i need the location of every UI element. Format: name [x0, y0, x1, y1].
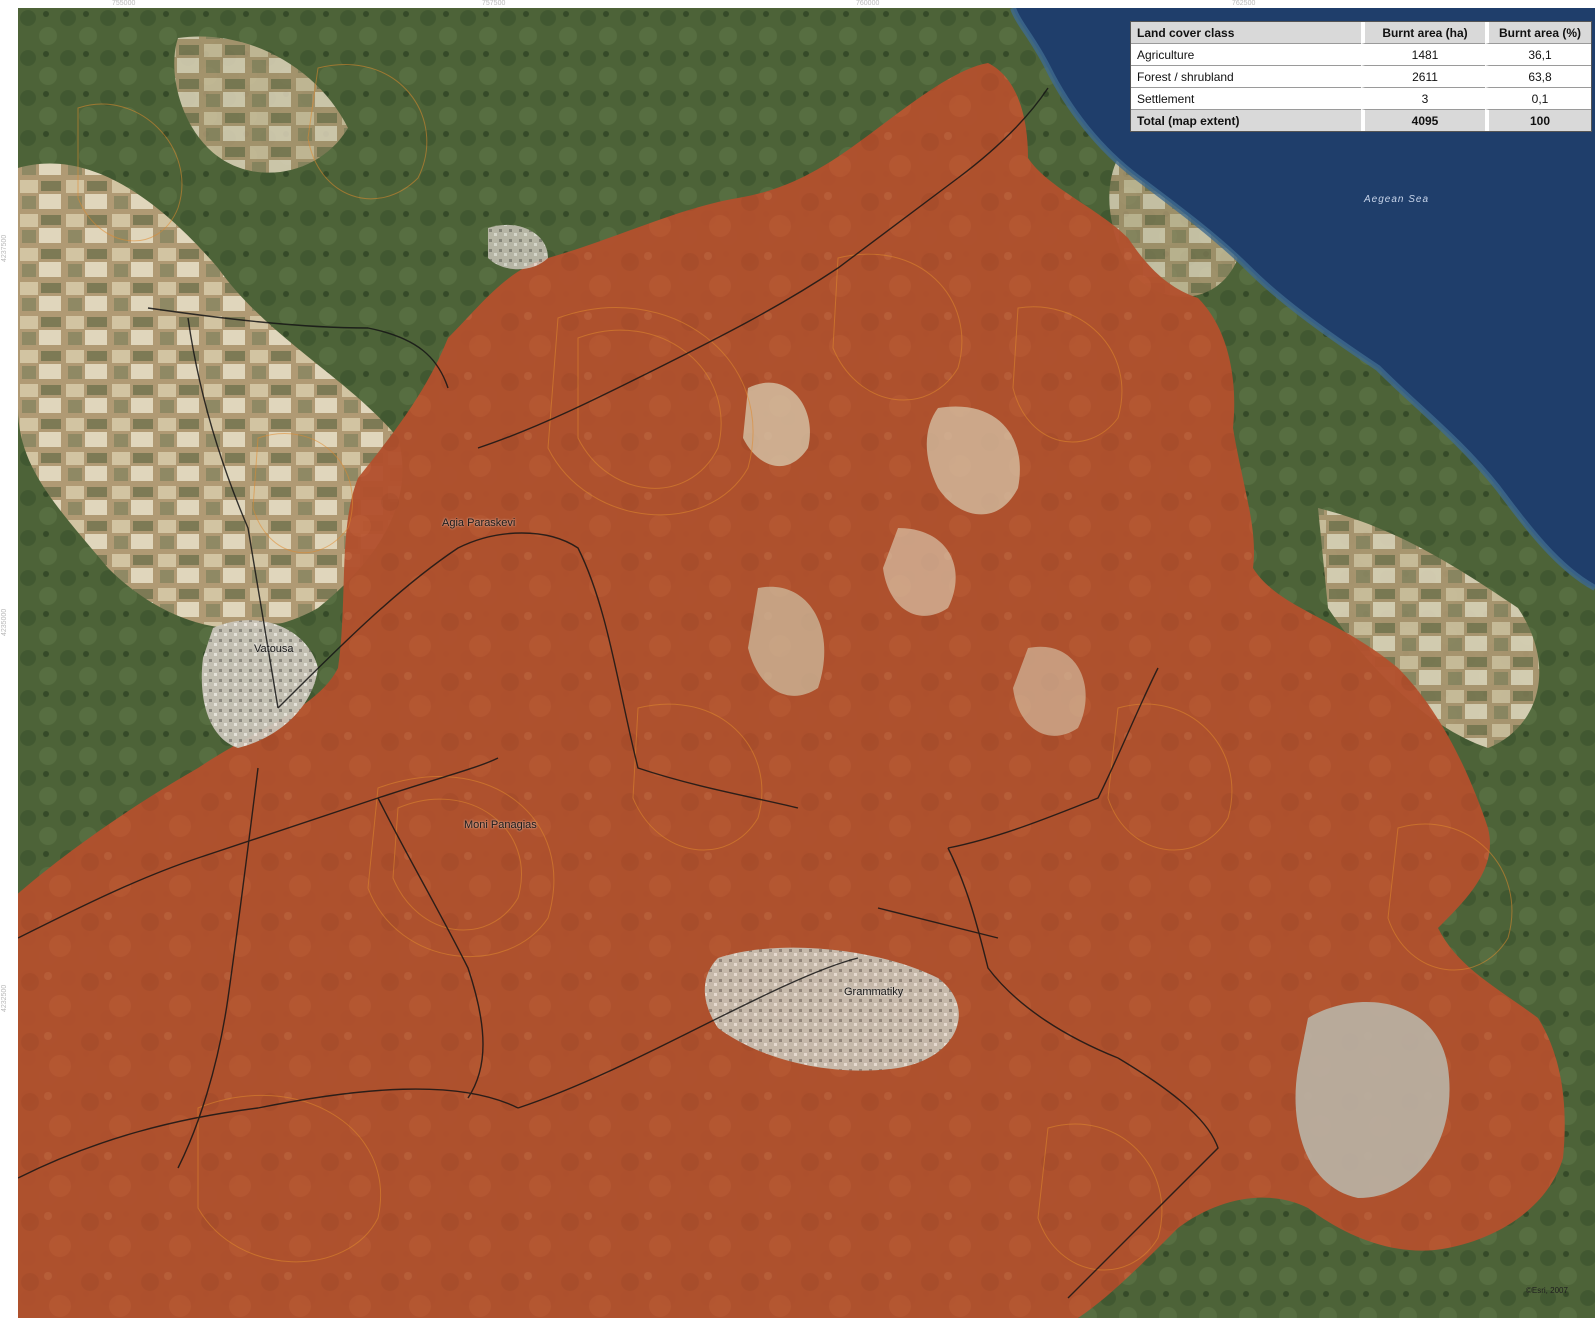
cell-burnt-ha: 3 — [1361, 88, 1485, 110]
table-row: Settlement 3 0,1 — [1131, 88, 1591, 110]
cell-total-label: Total (map extent) — [1131, 110, 1361, 131]
table-total-row: Total (map extent) 4095 100 — [1131, 110, 1591, 131]
map-credit: ©Esri, 2007 — [1526, 1286, 1568, 1295]
sea-label: Aegean Sea — [1364, 194, 1430, 205]
header-burnt-ha: Burnt area (ha) — [1361, 22, 1485, 44]
table-header-row: Land cover class Burnt area (ha) Burnt a… — [1131, 22, 1591, 44]
map-canvas — [18, 8, 1595, 1318]
cell-land-cover: Settlement — [1131, 88, 1361, 110]
cell-burnt-ha: 2611 — [1361, 66, 1485, 88]
table-row: Agriculture 1481 36,1 — [1131, 44, 1591, 66]
settlement-grammatiky — [704, 947, 959, 1071]
cell-land-cover: Forest / shrubland — [1131, 66, 1361, 88]
cell-burnt-ha: 1481 — [1361, 44, 1485, 66]
grid-label-top-4: 762500 — [1232, 0, 1256, 7]
cell-burnt-pct: 63,8 — [1485, 66, 1591, 88]
cropland-east — [1318, 508, 1540, 748]
road-network[interactable] — [18, 87, 1219, 1299]
place-label-grammatiky: Grammatiky — [844, 986, 904, 998]
settlement-north — [488, 224, 548, 270]
place-label-moni-panagias: Moni Panagias — [464, 819, 537, 831]
cell-burnt-pct: 36,1 — [1485, 44, 1591, 66]
place-label-agia-paraskevi: Agia Paraskevi — [442, 517, 516, 529]
unburnt-patch — [743, 382, 810, 467]
coastline — [1010, 8, 1595, 591]
settlement-vatousa — [201, 620, 318, 748]
header-land-cover: Land cover class — [1131, 22, 1361, 44]
cell-burnt-pct: 0,1 — [1485, 88, 1591, 110]
grid-label-left-2: 4235000 — [1, 608, 8, 636]
grid-label-top-1: 755000 — [112, 0, 136, 7]
place-label-vatousa: Vatousa — [254, 643, 294, 655]
grid-label-top-2: 757500 — [482, 0, 506, 7]
unburnt-patch — [883, 528, 956, 616]
header-burnt-pct: Burnt area (%) — [1485, 22, 1591, 44]
contour-lines — [77, 64, 1513, 1271]
burnt-area-table: Land cover class Burnt area (ha) Burnt a… — [1130, 21, 1592, 132]
unburnt-patch — [1013, 646, 1086, 736]
quarry-area — [1295, 1002, 1450, 1198]
satellite-map[interactable]: Agia Paraskevi Vatousa Moni Panagias Gra… — [18, 8, 1595, 1318]
cropland-north — [174, 36, 348, 173]
cell-land-cover: Agriculture — [1131, 44, 1361, 66]
grid-label-top-3: 760000 — [856, 0, 880, 7]
grid-label-left-1: 4237500 — [1, 234, 8, 262]
grid-label-left-3: 4232500 — [1, 984, 8, 1012]
table-row: Forest / shrubland 2611 63,8 — [1131, 66, 1591, 88]
unburnt-patch — [926, 406, 1020, 515]
cell-total-ha: 4095 — [1361, 110, 1485, 131]
unburnt-patch — [748, 586, 825, 696]
cell-total-pct: 100 — [1485, 110, 1591, 131]
cropland-west — [18, 163, 403, 629]
sea-area — [1013, 8, 1595, 588]
